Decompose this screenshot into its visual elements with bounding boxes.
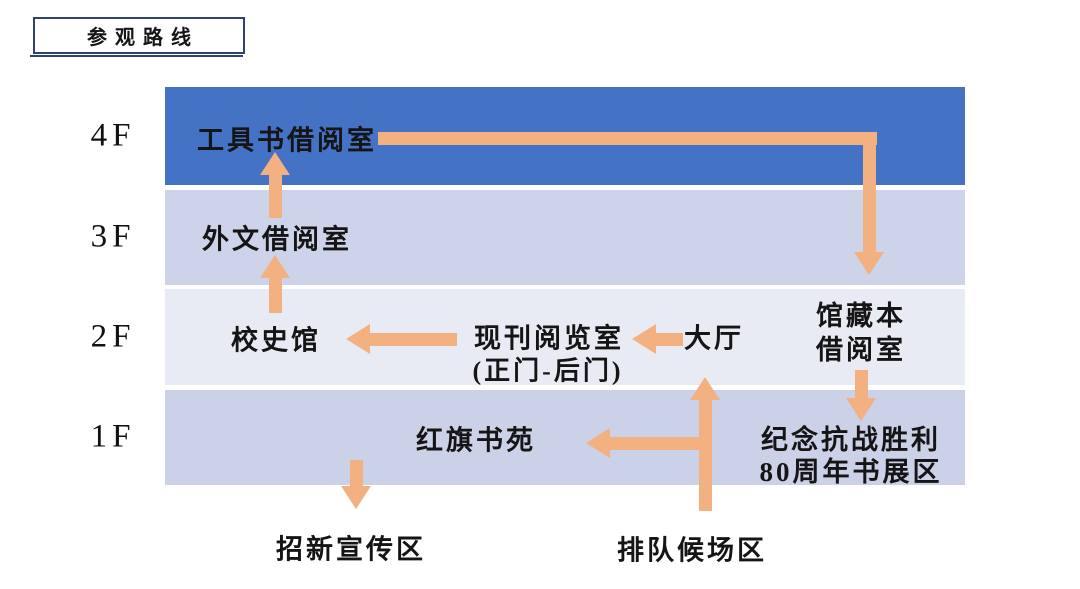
arrow-queue-to-redflag-head-icon bbox=[586, 428, 610, 458]
arrow-collection-to-exhibition-shaft bbox=[855, 370, 868, 398]
floor-band-3f bbox=[165, 190, 965, 285]
arrow-periodicals-to-history-shaft bbox=[369, 333, 457, 346]
room-collection-room-line2: 借阅室 bbox=[816, 335, 906, 365]
arrow-reference-to-collection-hshaft bbox=[378, 132, 877, 145]
arrow-periodicals-to-history-head-icon bbox=[346, 324, 370, 354]
area-recruit-promotion: 招新宣传区 bbox=[276, 534, 426, 565]
floor-label-2f: 2F bbox=[90, 318, 136, 355]
room-reference-book-room: 工具书借阅室 bbox=[197, 125, 377, 156]
arrow-history-to-foreign-shaft bbox=[269, 277, 282, 313]
room-current-periodicals-note: (正门-后门) bbox=[472, 356, 624, 386]
diagram-title: 参观路线 bbox=[87, 27, 199, 49]
floor-band-1f bbox=[165, 390, 965, 485]
room-lobby: 大厅 bbox=[684, 323, 744, 354]
arrow-queue-to-redflag-shaft bbox=[609, 437, 699, 450]
diagram-title-box: 参观路线 bbox=[30, 17, 245, 57]
room-war-victory-exhibition: 纪念抗战胜利 80周年书展区 bbox=[760, 424, 943, 488]
room-collection-room-line1: 馆藏本 bbox=[816, 301, 906, 331]
arrow-history-to-foreign-head-icon bbox=[260, 255, 290, 278]
room-war-victory-exhibition-line2: 80周年书展区 bbox=[759, 457, 943, 487]
arrow-redflag-to-recruit-head-icon bbox=[341, 486, 371, 509]
room-redflag-book-garden: 红旗书苑 bbox=[416, 425, 536, 456]
room-war-victory-exhibition-line1: 纪念抗战胜利 bbox=[761, 425, 941, 455]
arrow-lobby-to-periodicals-head-icon bbox=[632, 324, 656, 354]
floor-label-3f: 3F bbox=[90, 218, 136, 255]
room-foreign-language-room: 外文借阅室 bbox=[202, 224, 352, 255]
arrow-queue-to-lobby-head-icon bbox=[690, 377, 720, 400]
arrow-foreign-to-reference-shaft bbox=[269, 174, 282, 218]
room-school-history-hall: 校史馆 bbox=[231, 325, 321, 356]
arrow-lobby-to-periodicals-shaft bbox=[655, 333, 683, 346]
arrow-redflag-to-recruit-shaft bbox=[350, 460, 363, 486]
room-current-periodicals-room: 现刊阅览室 bbox=[474, 323, 624, 354]
area-queue-waiting: 排队候场区 bbox=[617, 535, 767, 566]
floor-label-1f: 1F bbox=[90, 418, 136, 455]
room-collection-room: 馆藏本 借阅室 bbox=[816, 299, 906, 367]
arrow-queue-to-lobby-shaft bbox=[699, 399, 712, 511]
arrow-reference-to-collection-vshaft bbox=[863, 132, 876, 252]
floor-label-4f: 4F bbox=[90, 117, 136, 154]
arrow-foreign-to-reference-head-icon bbox=[260, 152, 290, 175]
arrow-reference-to-collection-head-icon bbox=[854, 252, 884, 275]
floor-band-2f bbox=[165, 289, 965, 385]
arrow-collection-to-exhibition-head-icon bbox=[846, 398, 876, 421]
